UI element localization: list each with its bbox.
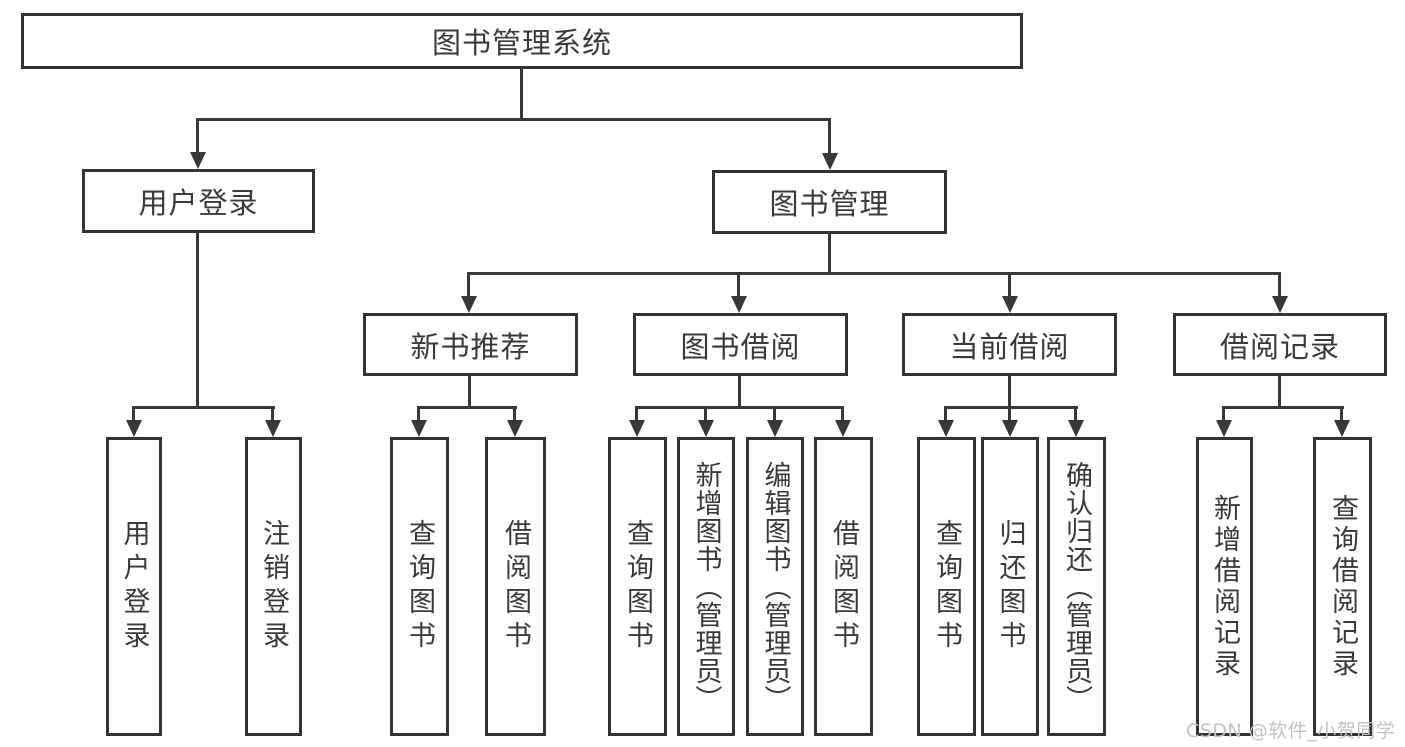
connector-vline — [417, 406, 420, 422]
leaf-rec-query-record: 查询借阅记录 — [1313, 437, 1372, 736]
connector-hline — [417, 406, 517, 409]
leaf-bb-edit-books-admin: 编辑图书（管理员） — [746, 437, 804, 736]
connector-vline — [1340, 406, 1343, 422]
connector-vline — [132, 406, 135, 422]
arrowhead-down — [629, 420, 645, 437]
arrowhead-down — [265, 420, 281, 437]
arrowhead-down — [698, 420, 714, 437]
node-book-borrowing: 图书借阅 — [633, 313, 848, 376]
connector-vline — [1222, 406, 1225, 422]
node-borrowing-records: 借阅记录 — [1173, 313, 1387, 376]
arrowhead-down — [461, 296, 477, 313]
leaf-new-query-books: 查询图书 — [390, 437, 449, 736]
node-library-management-system: 图书管理系统 — [21, 13, 1023, 69]
leaf-cb-confirm-return-admin: 确认归还（管理员） — [1047, 437, 1106, 736]
leaf-label: 查询图书 — [622, 518, 653, 655]
leaf-label: 查询借阅记录 — [1327, 493, 1358, 680]
node-user-login: 用户登录 — [82, 169, 315, 233]
node-label: 新书推荐 — [410, 329, 531, 364]
leaf-label: 用户登录 — [118, 518, 150, 655]
leaf-cb-query-books: 查询图书 — [917, 437, 976, 736]
arrowhead-down — [507, 420, 523, 437]
connector-vline — [271, 406, 274, 422]
arrowhead-down — [1216, 420, 1232, 437]
node-label: 图书借阅 — [680, 329, 801, 364]
arrowhead-down — [1334, 420, 1350, 437]
arrowhead-down — [1068, 420, 1084, 437]
leaf-bb-borrow-books: 借阅图书 — [814, 437, 873, 736]
connector-vline — [828, 118, 831, 156]
connector-vline — [828, 234, 831, 272]
leaf-new-borrow-books: 借阅图书 — [485, 437, 546, 736]
connector-vline — [1074, 406, 1077, 422]
connector-vline — [1008, 376, 1011, 406]
leaf-label: 查询图书 — [404, 518, 435, 655]
arrowhead-down — [190, 152, 206, 169]
connector-vline — [773, 406, 776, 422]
arrowhead-down — [822, 153, 838, 170]
node-label: 图书管理 — [769, 187, 890, 221]
connector-vline — [1278, 376, 1281, 406]
arrowhead-down — [835, 420, 851, 437]
connector-vline — [468, 376, 471, 406]
arrowhead-down — [1002, 420, 1018, 437]
leaf-user-login: 用户登录 — [106, 437, 162, 736]
connector-vline — [1008, 406, 1011, 422]
connector-hline — [1222, 406, 1344, 409]
connector-vline — [513, 406, 516, 422]
leaf-cb-return-books: 归还图书 — [981, 437, 1039, 736]
connector-hline — [132, 406, 275, 409]
leaf-label: 新增借阅记录 — [1209, 493, 1240, 680]
node-label: 借阅记录 — [1219, 329, 1340, 364]
leaf-label: 注销登录 — [258, 518, 289, 655]
leaf-rec-add-record: 新增借阅记录 — [1196, 437, 1253, 736]
connector-vline — [841, 406, 844, 422]
leaf-bb-query-books: 查询图书 — [608, 437, 667, 736]
node-label: 当前借阅 — [949, 329, 1070, 364]
connector-vline — [467, 272, 470, 298]
connector-hline — [467, 272, 1281, 275]
connector-vline — [944, 406, 947, 422]
connector-vline — [635, 406, 638, 422]
watermark: CSDN @软件_小贺同学 — [1186, 720, 1396, 742]
node-label: 图书管理系统 — [431, 26, 612, 60]
connector-vline — [704, 406, 707, 422]
arrowhead-down — [1272, 296, 1288, 313]
node-current-borrowing: 当前借阅 — [902, 313, 1117, 376]
node-book-management: 图书管理 — [712, 170, 947, 234]
leaf-label: 确认归还（管理员） — [1061, 460, 1092, 713]
arrowhead-down — [938, 420, 954, 437]
arrowhead-down — [731, 296, 747, 313]
connector-vline — [196, 233, 199, 406]
arrowhead-down — [411, 420, 427, 437]
leaf-label: 新增图书（管理员） — [690, 460, 722, 713]
connector-hline — [944, 406, 1078, 409]
connector-vline — [738, 376, 741, 406]
arrowhead-down — [1002, 296, 1018, 313]
leaf-label: 借阅图书 — [500, 518, 531, 655]
leaf-label: 借阅图书 — [828, 518, 859, 655]
connector-hline — [197, 118, 831, 121]
connector-vline — [1278, 272, 1281, 298]
leaf-label: 归还图书 — [994, 518, 1026, 655]
leaf-bb-add-books-admin: 新增图书（管理员） — [677, 437, 735, 736]
connector-hline — [635, 406, 844, 409]
arrowhead-down — [126, 420, 142, 437]
node-label: 用户登录 — [138, 186, 259, 220]
arrowhead-down — [767, 420, 783, 437]
connector-vline — [196, 118, 199, 156]
connector-vline — [1008, 272, 1011, 298]
leaf-label: 编辑图书（管理员） — [759, 460, 791, 713]
connector-vline — [737, 272, 740, 298]
leaf-label: 查询图书 — [931, 518, 962, 655]
leaf-logout: 注销登录 — [245, 437, 302, 736]
node-new-book-recommend: 新书推荐 — [363, 313, 578, 376]
connector-vline — [520, 69, 523, 118]
